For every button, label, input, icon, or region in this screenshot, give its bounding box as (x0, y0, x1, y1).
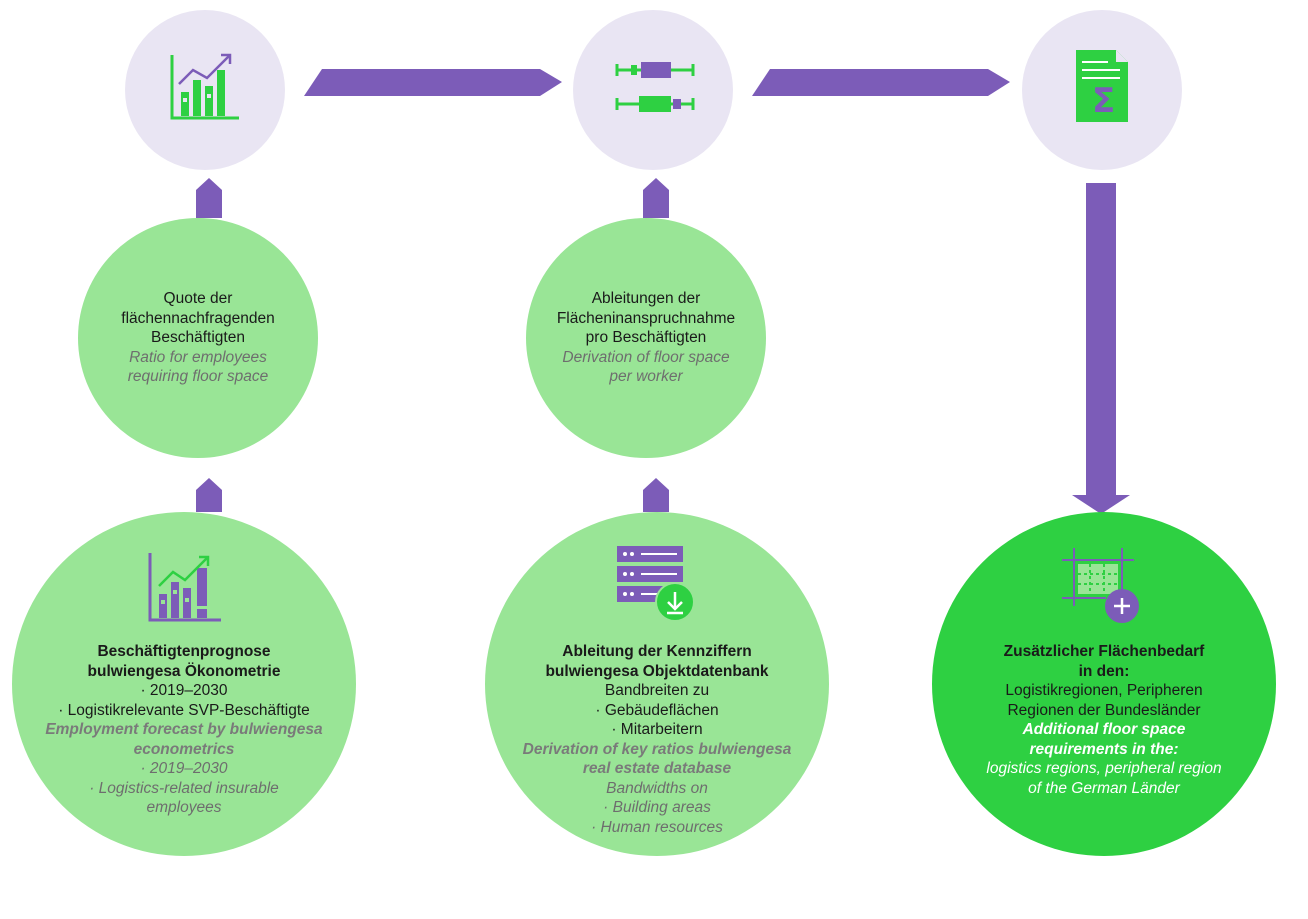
big-circle-additional-space: Zusätzlicher Flächenbedarf in den: Logis… (932, 512, 1276, 856)
additional-space-en-title-line: requirements in the: (1029, 740, 1179, 758)
ratio-de-line: Beschäftigten (151, 329, 245, 347)
arrow-right-2 (752, 69, 1010, 96)
forecast-en-item: · Logistics-related insurable (89, 779, 279, 797)
additional-space-item: Logistikregionen, Peripheren (1005, 682, 1203, 699)
arrow-up-4 (643, 478, 669, 512)
ratio-en-line: Ratio for employees (129, 348, 267, 366)
range-bars-icon (615, 62, 695, 112)
svg-text:Σ: Σ (1092, 81, 1115, 121)
top-circle-derivation (573, 10, 733, 170)
key-ratios-en-item: Bandwidths on (606, 779, 708, 797)
additional-space-en-item: of the German Länder (1028, 779, 1180, 797)
additional-space-title-line: Zusätzlicher Flächenbedarf (1003, 643, 1205, 660)
key-ratios-text: Ableitung der Kennziffern bulwiengesa Ob… (485, 642, 829, 837)
arrow-up-1 (196, 178, 222, 218)
floor-space-de-line: pro Beschäftigten (585, 329, 707, 347)
forecast-en-item: · 2019–2030 (140, 760, 228, 777)
key-ratios-item: Bandbreiten zu (604, 682, 710, 699)
key-ratios-en-title-line: Derivation of key ratios bulwiengesa (522, 740, 792, 758)
additional-space-en-item: logistics regions, peripheral region (986, 760, 1222, 777)
additional-space-title-line: in den: (1078, 662, 1130, 680)
sum-document-icon: Σ (1076, 50, 1128, 122)
key-ratios-en-item: · Building areas (603, 799, 711, 816)
key-ratios-item: · Mitarbeitern (611, 721, 703, 738)
ratio-de-line: flächennachfragenden (121, 309, 275, 327)
ratio-text: Quote der flächennachfragenden Beschäfti… (121, 289, 274, 387)
forecast-title-line: bulwiengesa Ökonometrie (87, 662, 281, 680)
forecast-en-item: employees (146, 799, 222, 816)
additional-space-item: Regionen der Bundesländer (1007, 701, 1201, 719)
arrow-up-3 (196, 478, 222, 512)
big-circle-employment-forecast: Beschäftigtenprognose bulwiengesa Ökonom… (12, 512, 356, 856)
key-ratios-title-line: Ableitung der Kennziffern (562, 643, 752, 660)
forecast-item: · Logistikrelevante SVP-Beschäftigte (58, 701, 310, 719)
ratio-de-line: Quote der (163, 290, 233, 308)
additional-space-en-title-line: Additional floor space (1022, 721, 1186, 738)
big-circle-key-ratios: Ableitung der Kennziffern bulwiengesa Ob… (485, 512, 829, 856)
bar-chart-icon (170, 53, 239, 120)
top-circle-forecast (125, 10, 285, 170)
arrow-down-1 (1072, 183, 1130, 514)
floor-space-de-line: Flächeninanspruchnahme (556, 309, 736, 327)
server-download-icon (617, 546, 695, 622)
key-ratios-en-title-line: real estate database (582, 760, 732, 777)
floor-space-en-line: Derivation of floor space (562, 348, 730, 366)
forecast-en-title-line: Employment forecast by bulwiengesa (45, 721, 323, 738)
forecast-title-line: Beschäftigtenprognose (97, 643, 271, 660)
mid-circle-ratio: Quote der flächennachfragenden Beschäfti… (78, 218, 318, 458)
arrow-right-1 (304, 69, 562, 96)
mid-circle-floor-space: Ableitungen der Flächeninanspruchnahme p… (526, 218, 766, 458)
forecast-item: · 2019–2030 (140, 682, 228, 699)
arrow-up-2 (643, 178, 669, 218)
forecast-text: Beschäftigtenprognose bulwiengesa Ökonom… (12, 642, 356, 818)
floor-space-text: Ableitungen der Flächeninanspruchnahme p… (557, 289, 735, 387)
grid-plus-icon (1062, 548, 1139, 623)
floor-space-de-line: Ableitungen der (591, 290, 701, 308)
forecast-en-title-line: econometrics (133, 740, 235, 758)
key-ratios-title-line: bulwiengesa Objektdatenbank (545, 662, 769, 680)
key-ratios-item: · Gebäudeflächen (595, 701, 719, 719)
top-circle-result: Σ (1022, 10, 1182, 170)
floor-space-en-line: per worker (609, 368, 683, 386)
ratio-en-line: requiring floor space (127, 368, 269, 386)
key-ratios-en-item: · Human resources (591, 818, 723, 836)
bar-chart-icon (148, 553, 221, 622)
additional-space-text: Zusätzlicher Flächenbedarf in den: Logis… (932, 642, 1276, 798)
